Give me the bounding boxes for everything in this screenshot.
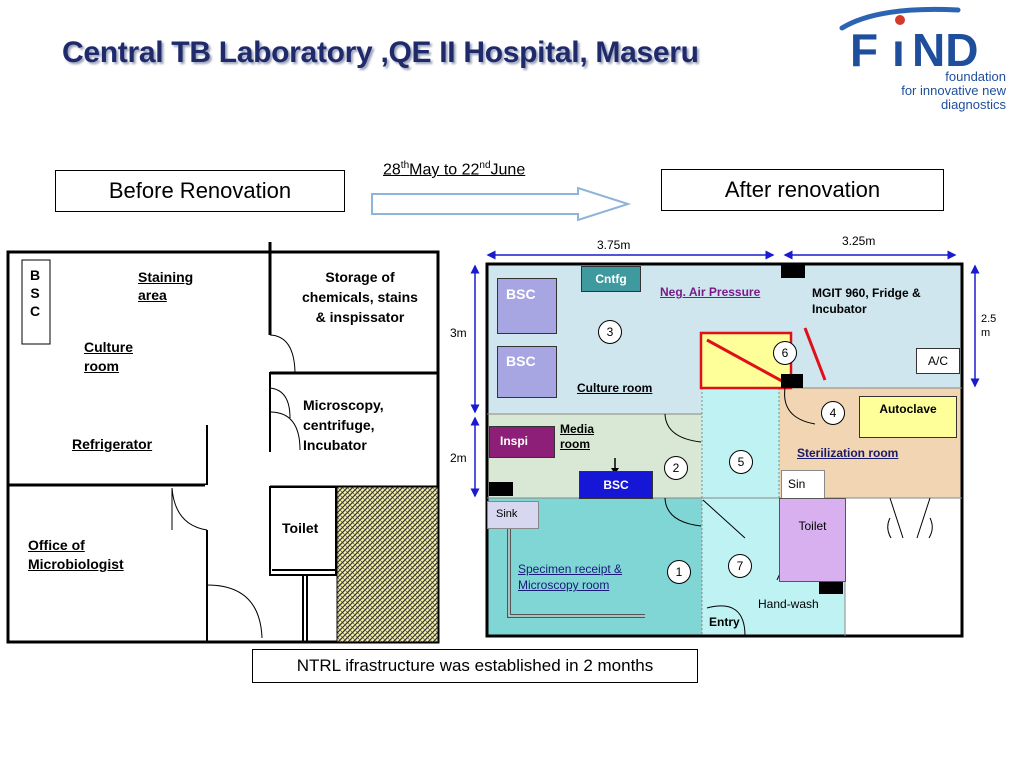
sin-label: Sin: [788, 477, 806, 491]
culture-room-after-label: Culture room: [577, 381, 653, 395]
before-bsc-label: B S C: [24, 266, 46, 320]
office-label: Office of Microbiologist: [28, 537, 124, 572]
date-end: June: [490, 161, 526, 179]
marker-4: 4: [821, 401, 845, 425]
bsc-letter-b: B: [29, 267, 41, 283]
sterilization-label: Sterilization room: [797, 446, 899, 460]
before-toilet-label: Toilet: [282, 520, 319, 536]
timeline-arrow: [371, 186, 632, 222]
before-renovation-label: Before Renovation: [55, 170, 345, 212]
date-day1: 28: [383, 161, 401, 179]
neg-air-label: Neg. Air Pressure: [660, 285, 761, 299]
logo-tagline: foundation for innovative new diagnostic…: [834, 70, 1006, 112]
staining-area-label: Staining area: [138, 269, 194, 303]
ac-box: A/C: [916, 348, 960, 374]
date-range: 28thMay to 22ndJune: [383, 160, 525, 179]
before-floor-plan: [6, 242, 440, 644]
bsc-letter-c: C: [29, 303, 41, 319]
storage-label: Storage of chemicals, stains & inspissat…: [302, 269, 418, 325]
inspi-label: Inspi: [500, 434, 529, 448]
bsc-letter-s: S: [30, 285, 40, 301]
sink-label: Sink: [496, 508, 518, 520]
bsc-box-2: BSC: [497, 346, 557, 398]
sink-box: Sink: [487, 501, 539, 529]
find-logo: F ı ND foundation for innovative new dia…: [838, 4, 1014, 112]
logo-line2: for innovative new diagnostics: [901, 83, 1006, 112]
microscopy-label: Microscopy, centrifuge, Incubator: [303, 397, 384, 453]
ac-label: A/C: [927, 354, 948, 368]
date-mid: May to 22: [409, 161, 480, 179]
marker-2: 2: [664, 456, 688, 480]
dim-3m: 3m: [450, 326, 467, 340]
dim-25-value: 2.5: [981, 313, 997, 325]
svg-text:F: F: [850, 24, 878, 74]
specimen-label: Specimen receipt & Microscopy room: [518, 562, 623, 592]
entry-label: Entry: [709, 615, 740, 629]
marker-3: 3: [598, 320, 622, 344]
inspi-box: Inspi: [489, 426, 555, 458]
svg-text:ND: ND: [912, 24, 978, 74]
find-logo-icon: F ı ND: [839, 6, 978, 76]
dim-25: 2.5 m: [981, 312, 996, 340]
marker-5: 5: [729, 450, 753, 474]
bsc-2-label: BSC: [506, 353, 536, 369]
marker-7: 7: [728, 554, 752, 578]
media-room-label: Media room: [560, 422, 595, 451]
page-title: Central TB Laboratory ,QE II Hospital, M…: [62, 36, 699, 69]
after-renovation-label: After renovation: [661, 169, 944, 211]
autoclave-label: Autoclave: [879, 402, 937, 416]
toilet-after-box: Toilet: [779, 498, 846, 582]
cntfg-label: Cntfg: [595, 272, 627, 286]
dim-325: 3.25m: [842, 234, 876, 248]
mgit-label: MGIT 960, Fridge & Incubator: [812, 286, 921, 316]
marker-6: 6: [773, 341, 797, 365]
dim-2m: 2m: [450, 451, 467, 465]
date-sup2: nd: [479, 160, 491, 171]
bsc-box-1: BSC: [497, 278, 557, 334]
date-sup1: th: [400, 160, 410, 171]
logo-line1: foundation: [945, 69, 1006, 84]
dim-375: 3.75m: [597, 238, 631, 252]
toilet-after-label: Toilet: [798, 519, 827, 533]
marker-1: 1: [667, 560, 691, 584]
refrigerator-label: Refrigerator: [72, 436, 153, 452]
bsc-3-label: BSC: [603, 478, 629, 492]
dim-25-unit: m: [981, 327, 991, 339]
culture-room-label: Culture room: [84, 339, 133, 374]
bottom-note: NTRL ifrastructure was established in 2 …: [252, 649, 698, 683]
sin-box: Sin: [781, 470, 825, 500]
bsc-box-3: BSC: [579, 471, 653, 499]
cntfg-box: Cntfg: [581, 266, 641, 292]
svg-text:ı: ı: [892, 24, 905, 74]
bsc-1-label: BSC: [506, 286, 536, 302]
autoclave-box: Autoclave: [859, 396, 957, 438]
hand-wash-label: Hand-wash: [758, 597, 819, 611]
